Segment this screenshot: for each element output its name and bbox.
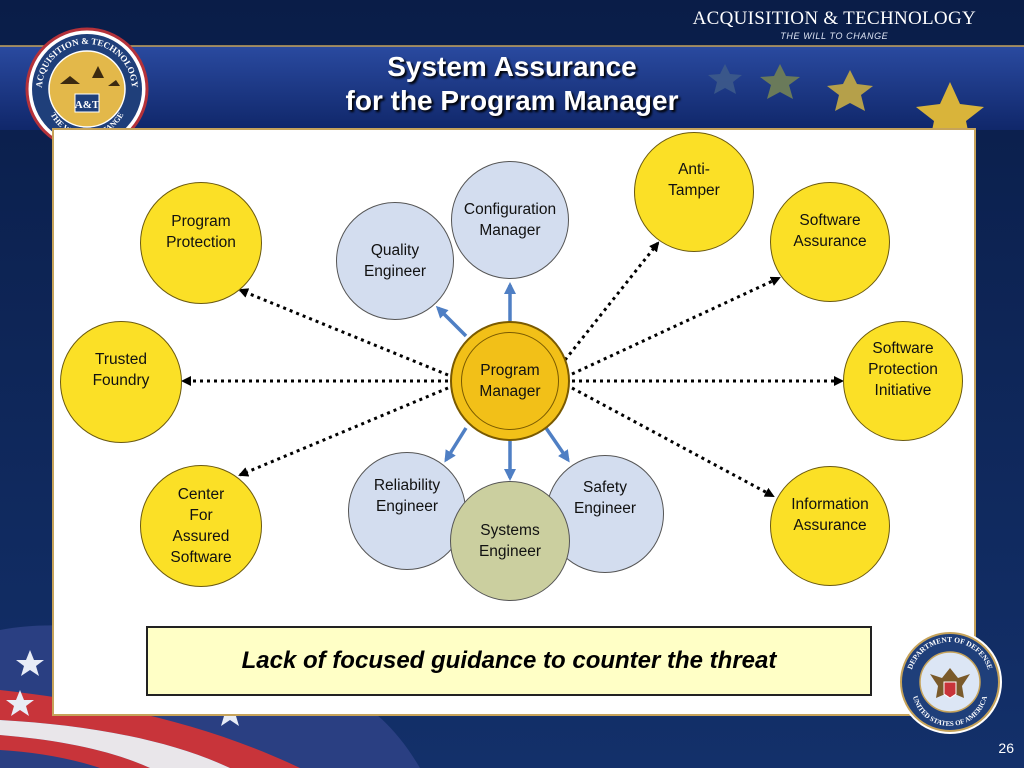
node-systems-engineer: Systems Engineer xyxy=(450,481,570,601)
node-trusted-foundry: Trusted Foundry xyxy=(60,321,182,443)
callout-box: Lack of focused guidance to counter the … xyxy=(146,626,872,696)
node-configuration-manager: Configuration Manager xyxy=(451,161,569,279)
pm-inner-ring xyxy=(461,332,559,430)
brand-title: ACQUISITION & TECHNOLOGY xyxy=(692,8,976,29)
connector-information-assurance xyxy=(571,386,775,498)
arrow-safety xyxy=(544,427,570,463)
node-anti-tamper: Anti- Tamper xyxy=(634,132,754,252)
node-quality-engineer: Quality Engineer xyxy=(336,202,454,320)
dod-seal: DEPARTMENT OF DEFENSE UNITED STATES OF A… xyxy=(898,630,1002,734)
arrow-quality xyxy=(435,305,468,338)
connector-center-assured-software xyxy=(238,386,449,477)
connector-anti-tamper xyxy=(563,241,660,361)
node-reliability-engineer: Reliability Engineer xyxy=(348,452,466,570)
arrow-reliability xyxy=(444,427,468,463)
node-safety-engineer: Safety Engineer xyxy=(546,455,664,573)
title-line-1: System Assurance xyxy=(387,51,637,82)
callout-text: Lack of focused guidance to counter the … xyxy=(241,647,777,674)
connector-software-assurance xyxy=(571,276,781,376)
node-software-assurance: Software Assurance xyxy=(770,182,890,302)
acquisition-technology-seal: ACQUISITION & TECHNOLOGY THE WILL TO CHA… xyxy=(25,27,149,151)
page-number: 26 xyxy=(998,740,1014,756)
header-brand: ACQUISITION & TECHNOLOGY THE WILL TO CHA… xyxy=(693,8,976,41)
brand-tagline: THE WILL TO CHANGE xyxy=(780,31,889,41)
node-program-manager: Program Manager xyxy=(450,321,570,441)
seal-monogram: A&T xyxy=(75,99,100,111)
connector-program-protection xyxy=(238,288,449,377)
node-center-for-assured-software: Center For Assured Software xyxy=(140,465,262,587)
slide-title: System Assurance for the Program Manager xyxy=(0,50,1024,118)
node-program-protection: Program Protection xyxy=(140,182,262,304)
node-software-protection-initiative: Software Protection Initiative xyxy=(843,321,963,441)
title-line-2: for the Program Manager xyxy=(345,85,679,116)
node-information-assurance: Information Assurance xyxy=(770,466,890,586)
